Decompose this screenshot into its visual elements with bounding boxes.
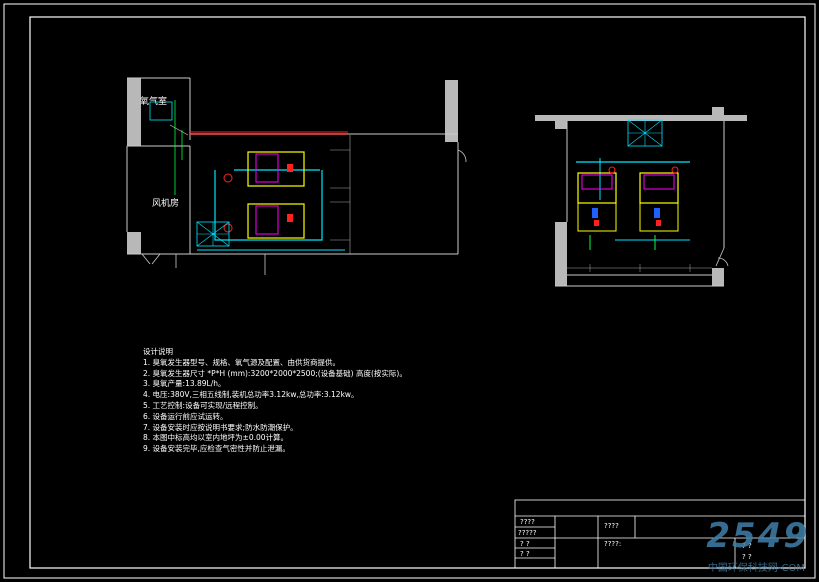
title-block-row1: ????	[520, 518, 535, 526]
ozone-generator-4	[639, 172, 679, 204]
note-item: 5. 工艺控制:设备可实现/远程控制。	[143, 400, 263, 410]
note-item: 6. 设备运行前应试运转。	[143, 411, 228, 421]
notes-title: 设计说明	[143, 347, 173, 356]
title-block	[514, 499, 806, 569]
note-item: 2. 臭氧发生器尺寸 *P*H (mm):3200*2000*2500;(设备基…	[143, 368, 407, 378]
note-item: 4. 电压:380V,三相五线制,装机总功率3.12kw,总功率:3.12kw。	[143, 390, 359, 400]
design-notes: 设计说明 1. 臭氧发生器型号、规格、氧气源及配置、由供货商提供。 2. 臭氧发…	[143, 347, 407, 455]
note-item: 8. 本图中标高均以室内地坪为±0.00计算。	[143, 433, 289, 443]
title-block-sub2: ? ?	[742, 553, 752, 561]
ozone-generator-1	[247, 151, 305, 187]
outer-border	[3, 3, 816, 579]
watermark-logo: 2549	[706, 516, 809, 556]
ozone-generator-2	[247, 203, 305, 239]
drawing-name: ????	[604, 522, 619, 530]
title-block-row3: ? ?	[520, 540, 530, 548]
note-item: 3. 臭氧产量:13.89L/h。	[143, 379, 226, 389]
title-block-row4: ? ?	[520, 550, 530, 558]
ozone-generator-3	[577, 172, 617, 204]
watermark-tagline: 中国环保科技网-COM	[707, 563, 805, 574]
inner-border	[29, 16, 806, 569]
title-block-sub1: ? ?	[742, 542, 752, 550]
note-item: 7. 设备安装时应按说明书要求;防水防潮保护。	[143, 422, 298, 432]
fan-room-label: 风机房	[152, 197, 179, 209]
right-plan	[535, 107, 747, 287]
drawing-number: ????:	[604, 540, 622, 548]
left-plan: 氧气室 风机房	[126, 77, 467, 275]
note-item: 1. 臭氧发生器型号、规格、氧气源及配置、由供货商提供。	[143, 357, 341, 367]
oxygen-room-label: 氧气室	[140, 95, 167, 107]
title-block-row2: ?????	[518, 529, 537, 537]
note-item: 9. 设备安装完毕,应检查气密性并防止泄漏。	[143, 444, 290, 454]
